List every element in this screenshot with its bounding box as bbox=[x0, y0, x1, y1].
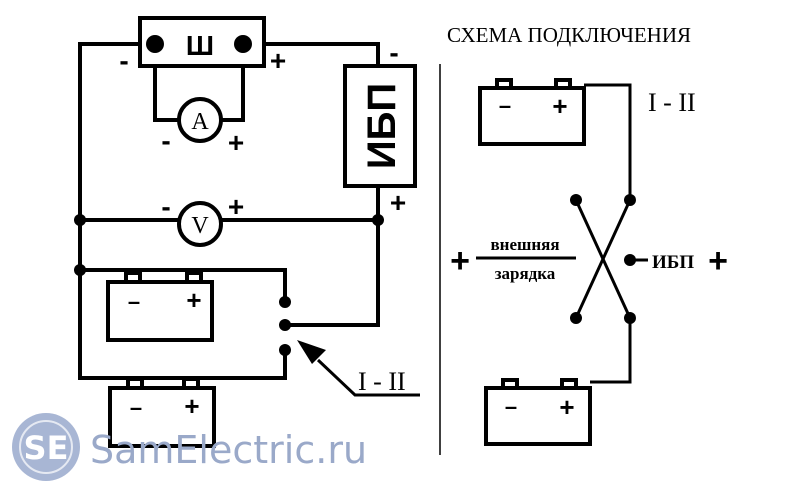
wire-ammeter-right bbox=[220, 42, 245, 122]
battery-2: – + bbox=[108, 377, 216, 448]
battery-top-plus: + bbox=[552, 91, 567, 121]
battery-1-plus: + bbox=[186, 285, 201, 315]
external-label-line2: зарядка bbox=[495, 264, 556, 283]
junction-dot bbox=[74, 264, 86, 276]
ammeter-plus: + bbox=[228, 127, 244, 158]
contact-top-right bbox=[624, 194, 636, 206]
battery-2-plus: + bbox=[184, 391, 199, 421]
switch-pointer-line bbox=[316, 358, 420, 397]
ammeter-minus: - bbox=[161, 125, 170, 156]
junction-dot bbox=[372, 214, 384, 226]
ups-label-right: ИБП bbox=[652, 252, 694, 273]
battery-top-minus: – bbox=[499, 93, 511, 118]
contact-top-left bbox=[570, 194, 582, 206]
shunt-plus: + bbox=[270, 45, 286, 76]
watermark-site: SamElectric.ru bbox=[90, 428, 367, 472]
wire-top-right bbox=[262, 42, 380, 68]
wire-top-left bbox=[78, 42, 287, 380]
battery-1-minus: – bbox=[128, 289, 140, 314]
external-label-line1: внешняя bbox=[490, 235, 559, 254]
wire-switch-upper bbox=[78, 268, 287, 304]
voltmeter-minus: - bbox=[161, 191, 170, 222]
junction-dot bbox=[74, 214, 86, 226]
wire-top-battery bbox=[584, 83, 632, 200]
switch-contact-common bbox=[279, 319, 291, 331]
battery-top: – + bbox=[478, 78, 586, 146]
ups-label: ИБП bbox=[360, 83, 404, 169]
shunt-terminal-right bbox=[234, 35, 252, 53]
watermark-logo bbox=[12, 413, 80, 481]
battery-bottom-plus: + bbox=[559, 392, 574, 422]
wire-bottom-battery bbox=[590, 318, 632, 384]
switch-contact-upper bbox=[279, 296, 291, 308]
shunt-terminal-left bbox=[146, 35, 164, 53]
left-scheme: Ш - + A - + ИБП - + V - + – + – bbox=[74, 16, 420, 448]
switch-label: I - II bbox=[358, 367, 406, 396]
voltmeter-label: V bbox=[191, 213, 209, 239]
battery-2-minus: – bbox=[130, 395, 142, 420]
external-plus: + bbox=[450, 242, 470, 280]
shunt-minus: - bbox=[119, 45, 128, 76]
contact-bottom-left bbox=[570, 312, 582, 324]
switch-pointer-arrowhead bbox=[297, 340, 326, 364]
switch-contact-lower bbox=[279, 344, 291, 356]
battery-1: – + bbox=[106, 271, 214, 342]
ammeter bbox=[177, 97, 223, 143]
ups-box bbox=[343, 64, 417, 188]
voltmeter-plus: + bbox=[228, 191, 244, 222]
watermark-logo-text: SE bbox=[24, 429, 69, 467]
switch-label-right: I - II bbox=[648, 88, 696, 117]
ups-plus: + bbox=[390, 187, 406, 218]
ups-plus-right: + bbox=[708, 242, 728, 280]
battery-bottom-minus: – bbox=[505, 394, 517, 419]
ups-minus: - bbox=[389, 37, 398, 68]
right-scheme: СХЕМА ПОДКЛЮЧЕНИЯ – + – + I - II bbox=[447, 23, 728, 446]
cross-wire-2 bbox=[574, 199, 632, 319]
watermark: SE SamElectric.ru bbox=[12, 413, 367, 481]
shunt-label: Ш bbox=[186, 30, 214, 61]
contact-middle bbox=[624, 254, 636, 266]
diagram-title: СХЕМА ПОДКЛЮЧЕНИЯ bbox=[447, 23, 691, 47]
ammeter-label: A bbox=[191, 109, 209, 135]
battery-bottom: – + bbox=[484, 378, 592, 446]
voltmeter bbox=[177, 201, 223, 247]
wire-ammeter-left bbox=[153, 42, 180, 122]
contact-bottom-right bbox=[624, 312, 636, 324]
